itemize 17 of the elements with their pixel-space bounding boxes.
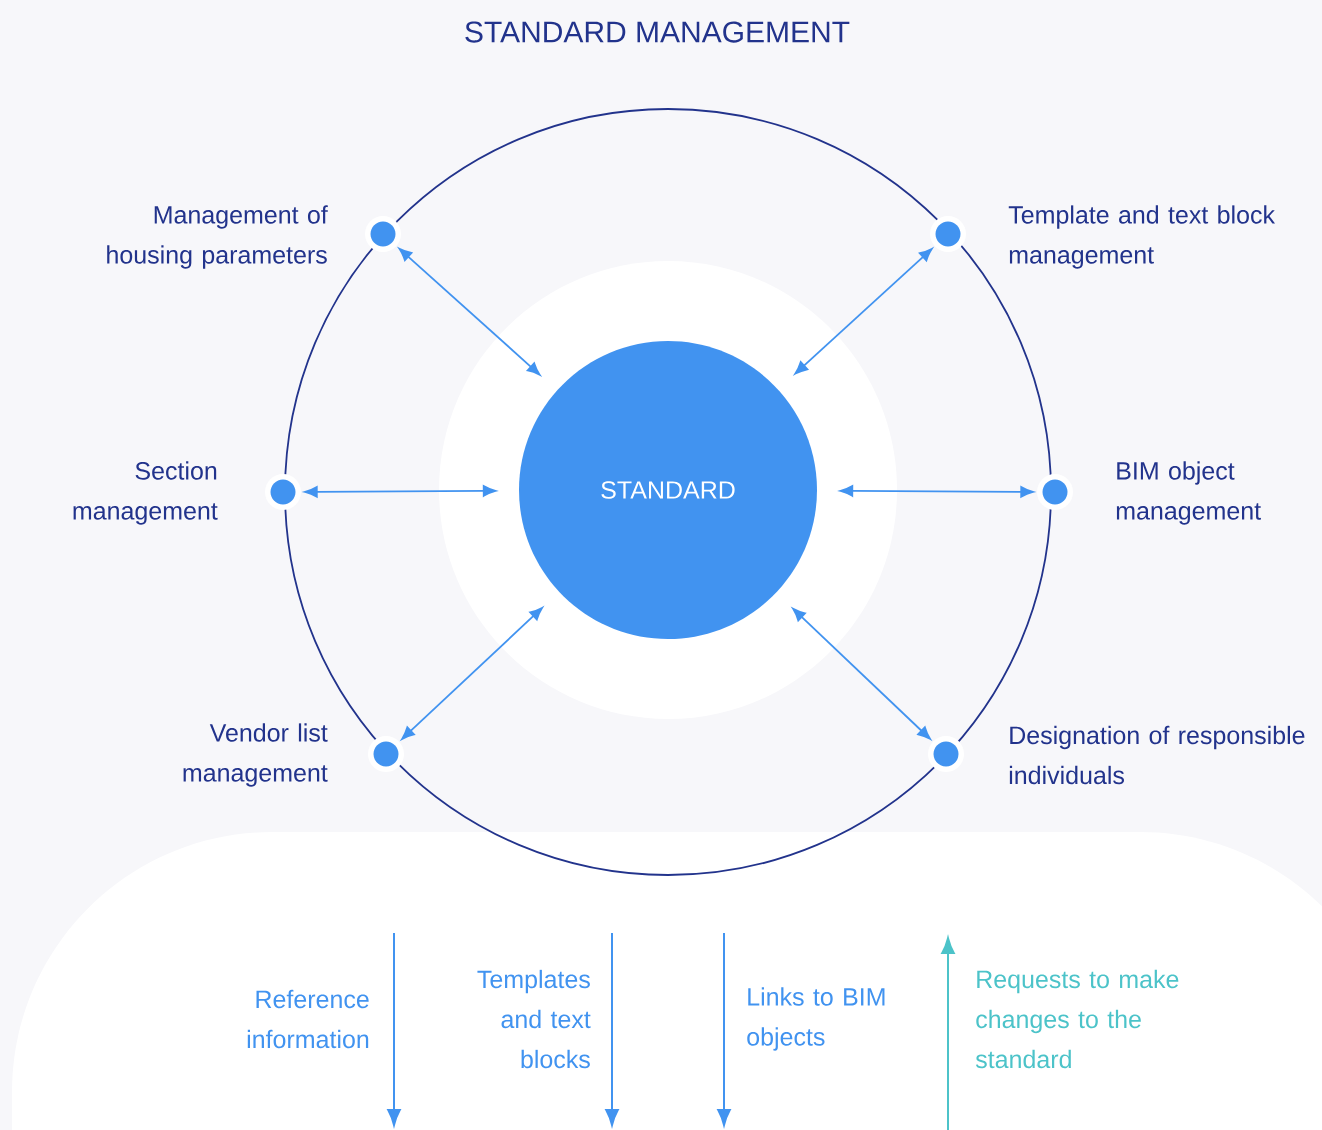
double-arrow (792, 608, 931, 740)
node-label: Section management (73, 461, 218, 525)
node-label: BIM object management (1116, 461, 1261, 525)
double-arrow (398, 247, 541, 376)
double-arrow (401, 607, 543, 740)
flow-label: Reference information (247, 989, 369, 1049)
double-arrow (839, 485, 1034, 498)
double-arrow (794, 248, 933, 375)
title: STANDARD MANAGEMENT (465, 21, 850, 43)
node-label: Template and text block management (1008, 205, 1275, 269)
flow-label: Templates and text blocks (477, 969, 591, 1069)
node-label: Vendor list management (183, 723, 328, 787)
node-label: Designation of responsible individuals (1009, 725, 1305, 785)
node-label: Management of housing parameters (107, 205, 328, 269)
flow-label: Requests to make changes to the standard (975, 969, 1179, 1069)
flow-label: Links to BIM objects (747, 987, 885, 1051)
double-arrow (304, 485, 497, 498)
